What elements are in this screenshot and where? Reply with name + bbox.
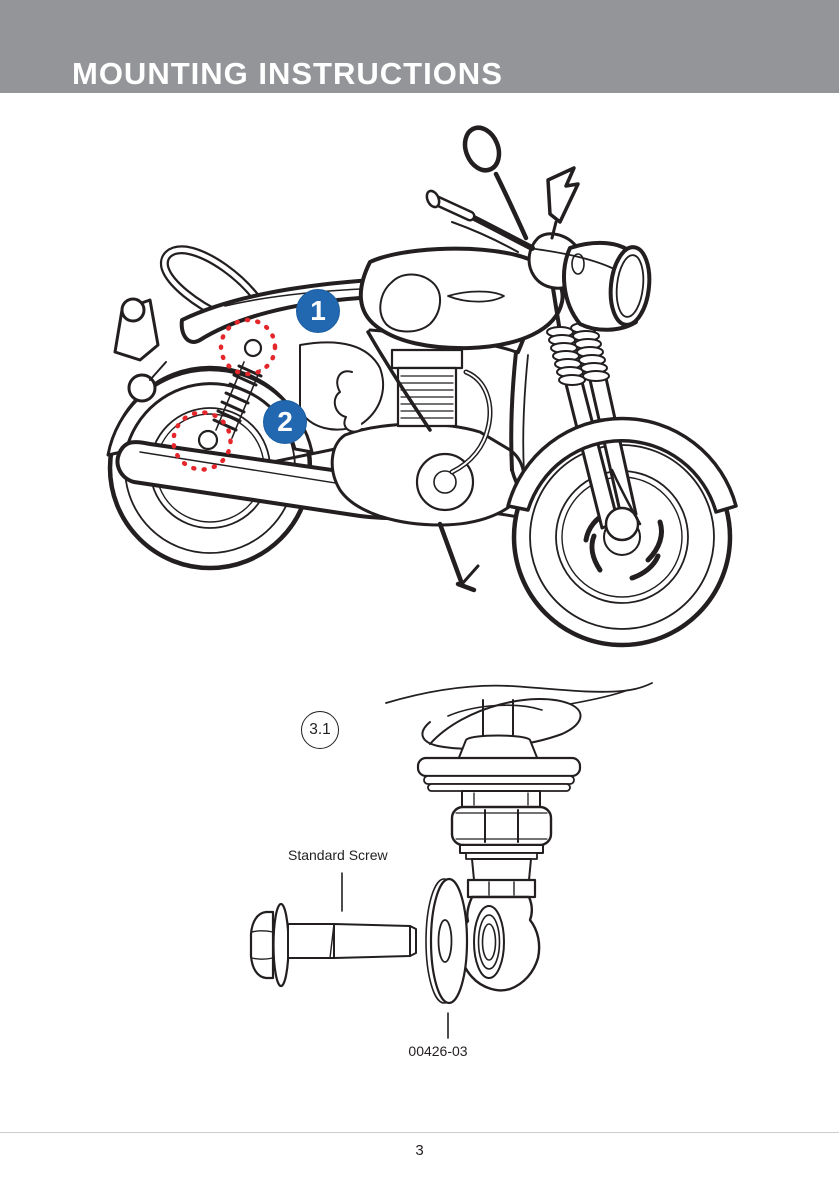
footer-rule [0,1132,839,1133]
side-stand [437,521,480,593]
shock-detail-illustration [249,682,653,1039]
spring-seat [416,756,582,792]
standard-screw-label: Standard Screw [288,847,388,863]
fuel-tank [358,246,565,351]
front-fender [506,416,738,526]
standard-screw [249,902,417,988]
page-number: 3 [415,1142,424,1159]
callout-1-label: 1 [310,295,326,326]
headlight [562,241,652,332]
turn-signal [546,166,580,224]
page-title: MOUNTING INSTRUCTIONS [72,56,503,91]
detail-figure-badge: 3.1 [301,711,339,749]
callout-1-badge: 1 [296,289,340,333]
callout-2-label: 2 [277,406,293,437]
part-number-label: 00426-03 [408,1043,468,1059]
rear-fender [106,368,314,457]
callout-2-badge: 2 [263,400,307,444]
handlebar [425,125,613,269]
washer [425,877,469,1005]
header-bar: MOUNTING INSTRUCTIONS [0,0,839,93]
motorcycle-illustration [106,125,738,648]
mount-highlight-2 [171,410,233,472]
mount-point-highlights [171,317,278,472]
engine [330,348,526,527]
taillight [113,297,167,403]
leader-lines [341,872,449,1039]
mirror [462,125,502,173]
detail-figure-label: 3.1 [309,721,331,738]
shock-body [450,790,553,899]
mirror-stalk [493,171,529,241]
mount-highlight-1 [218,317,278,377]
shock-eyelet [458,895,541,992]
shock-spring [385,682,653,761]
